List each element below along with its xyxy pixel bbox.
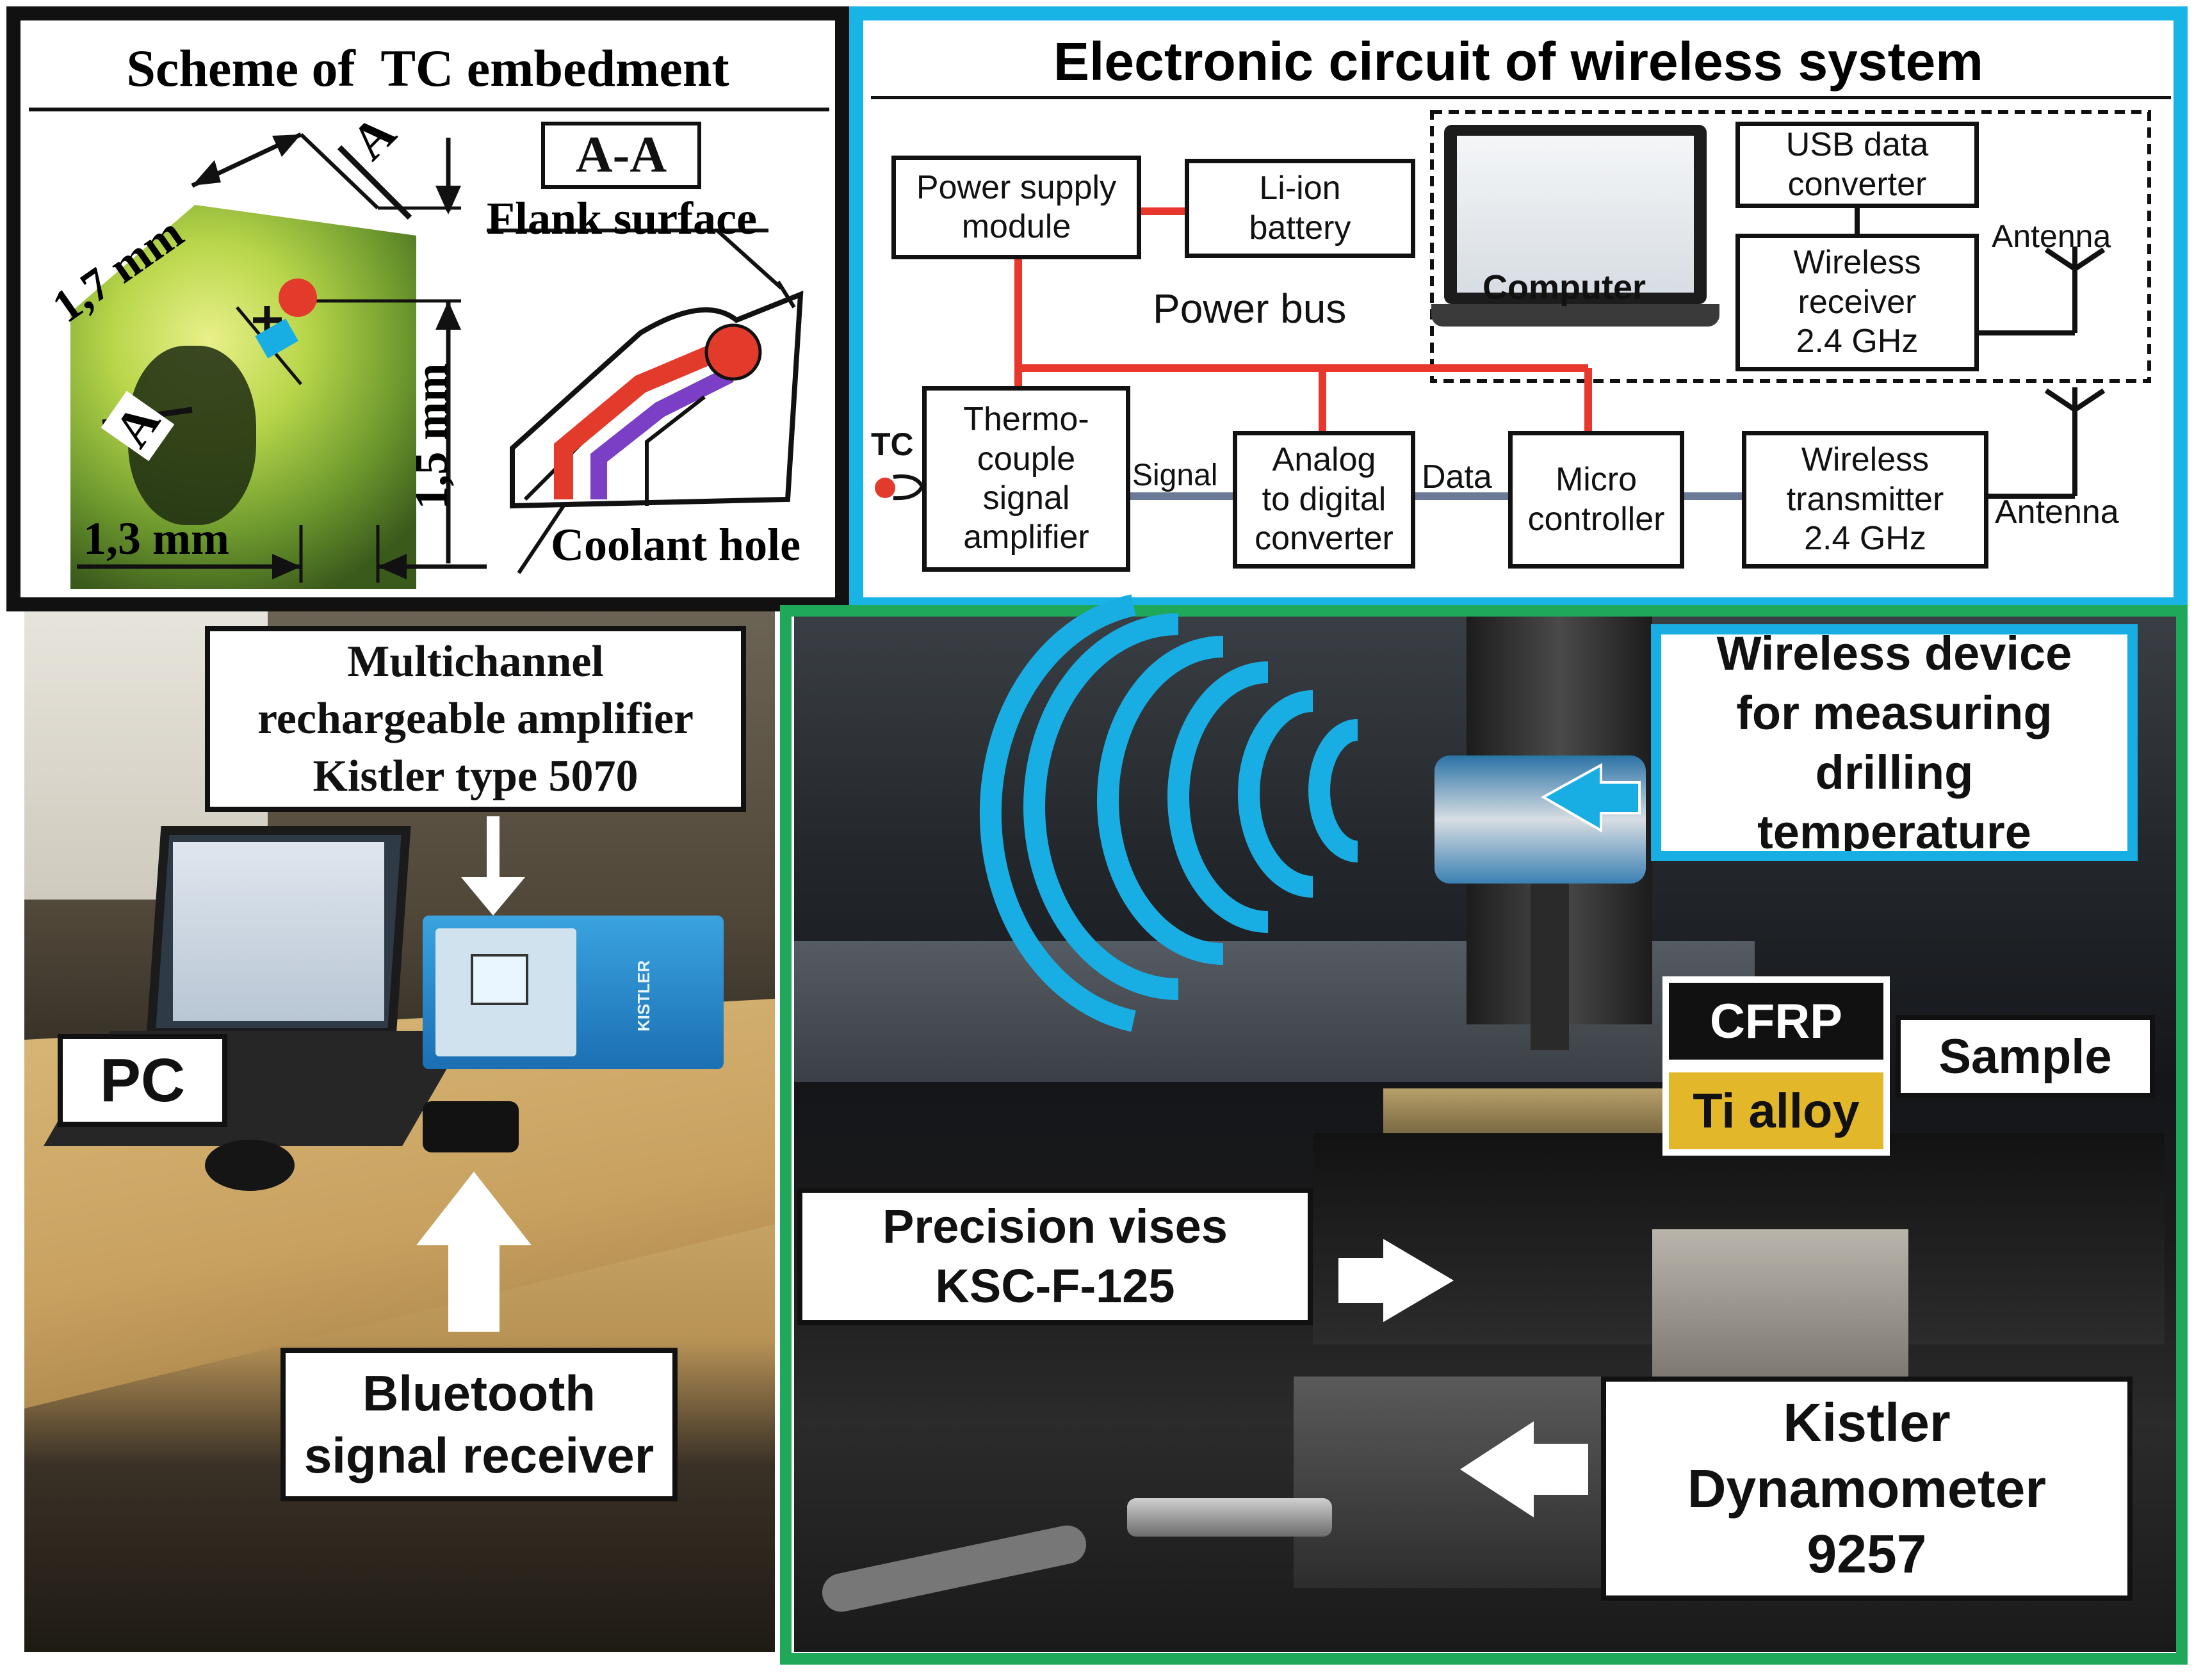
power-supply-block: Power supply module [891,156,1141,259]
scheme-panel-frame [6,6,849,611]
kistler-brand-text: KISTLER [634,960,654,1032]
antenna-top-label: Antenna [1992,218,2111,254]
section-label-box: A-A [541,122,701,189]
wireless-transmitter-block: Wireless transmitter 2.4 GHz [1742,431,1988,569]
microcontroller-block: Micro controller [1508,431,1684,569]
flank-surface-label: Flank surface [487,193,757,244]
wireless-receiver-block: Wireless receiver 2.4 GHz [1735,234,1979,371]
dynamometer-label: Kistler Dynamometer 9257 [1601,1377,2133,1601]
drill-bit [1531,884,1569,1050]
computer-screen [1457,136,1694,293]
bolt [1127,1498,1332,1537]
computer-label: Computer [1483,268,1646,307]
cfrp-label: CFRP [1662,976,1890,1066]
ti-alloy-label: Ti alloy [1662,1066,1890,1156]
amplifier-label: Multichannel rechargeable amplifier Kist… [205,626,746,812]
usb-converter-block: USB data converter [1735,122,1979,208]
circuit-title-rule [871,96,2171,99]
dim-1-5-label: 1,5 mm [405,363,457,510]
adc-block: Analog to digital converter [1233,431,1415,569]
bluetooth-receiver-device [423,1101,519,1152]
sample-label: Sample [1896,1015,2155,1098]
vise-jaw [1652,1229,1908,1383]
tc-label: TC [871,426,914,462]
bluetooth-label: Bluetooth signal receiver [280,1348,678,1501]
data-label: Data [1422,458,1492,496]
mouse [205,1140,295,1191]
coolant-hole-label: Coolant hole [551,519,801,570]
circuit-title: Electronic circuit of wireless system [1053,31,1983,92]
antenna-bottom-label: Antenna [1995,494,2119,531]
amplifier-block: Thermo- couple signal amplifier [922,386,1130,572]
signal-label: Signal [1132,458,1218,492]
power-bus-label: Power bus [1153,286,1347,332]
wireless-device-label: Wireless device for measuring drilling t… [1651,624,2138,861]
scheme-title-rule [29,108,829,111]
battery-block: Li-ion battery [1185,159,1415,258]
dim-1-3-label: 1,3 mm [83,513,229,564]
computer-base [1431,304,1719,327]
kistler-amplifier-display [471,954,528,1005]
pc-label: PC [58,1034,227,1127]
laptop-screen-graph [173,842,384,1021]
vises-label: Precision vises KSC-F-125 [797,1188,1313,1325]
scheme-title: Scheme of TC embedment [126,39,729,97]
